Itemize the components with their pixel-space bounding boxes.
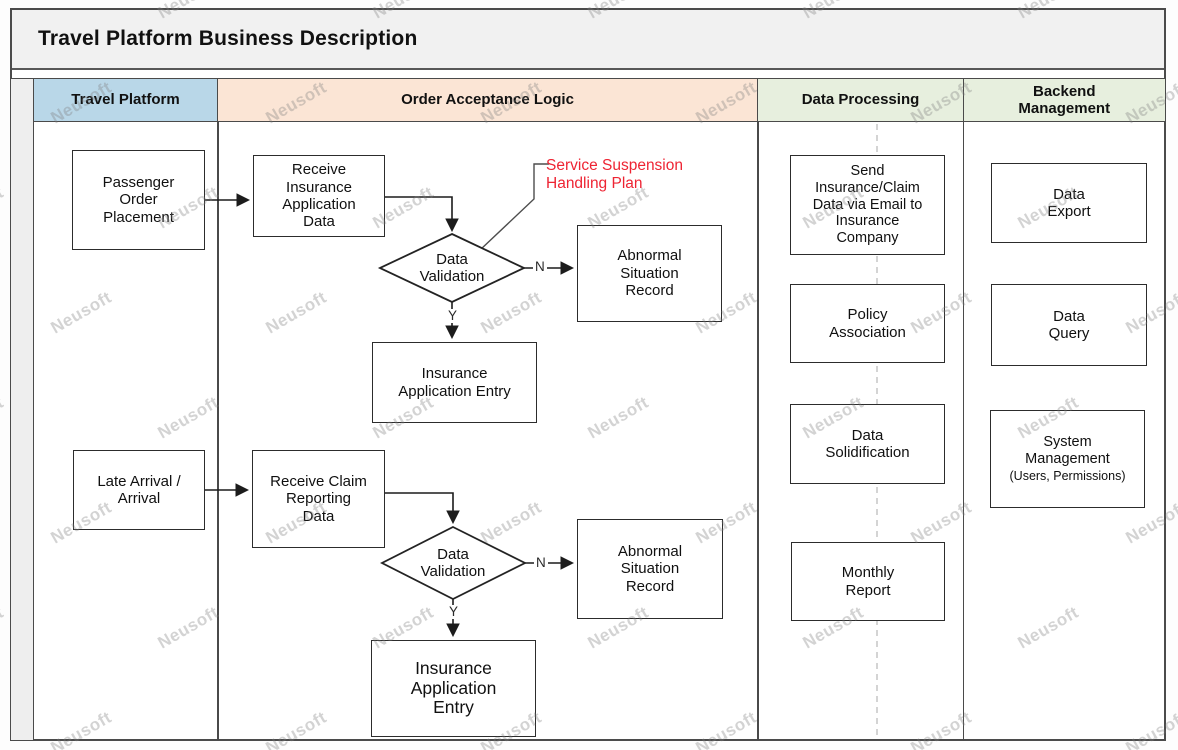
node-data-query: Data Query (991, 284, 1147, 366)
lane-header-backend-management: Backend Management (962, 78, 1166, 122)
lane-divider-3 (962, 122, 964, 741)
node-monthly-report: Monthly Report (791, 542, 945, 621)
system-management-sublabel: (Users, Permissions) (1009, 469, 1126, 484)
watermark-text: Neusoft (0, 602, 7, 653)
lane-header-travel-platform: Travel Platform (33, 78, 218, 122)
node-late-arrival: Late Arrival / Arrival (73, 450, 205, 530)
node-data-export: Data Export (991, 163, 1147, 243)
node-send-insurance-claim-email: Send Insurance/Claim Data via Email to I… (790, 155, 945, 255)
lane-header-data-processing: Data Processing (757, 78, 964, 122)
branch-label-n-1: N (533, 259, 547, 274)
node-passenger-order-placement: Passenger Order Placement (72, 150, 205, 250)
lane-header-order-acceptance-logic: Order Acceptance Logic (217, 78, 758, 122)
node-receive-insurance-application-data: Receive Insurance Application Data (253, 155, 385, 237)
branch-label-y-2: Y (447, 604, 461, 619)
node-insurance-application-entry-1: Insurance Application Entry (372, 342, 537, 423)
watermark-text: Neusoft (0, 182, 7, 233)
branch-label-y-1: Y (446, 308, 460, 323)
system-management-label: System Management (1025, 434, 1110, 468)
callout-service-suspension: Service Suspension Handling Plan (546, 157, 683, 192)
branch-label-n-2: N (534, 555, 548, 570)
node-data-solidification: Data Solidification (790, 404, 945, 484)
node-system-management: System Management (Users, Permissions) (990, 410, 1145, 508)
node-policy-association: Policy Association (790, 284, 945, 363)
node-abnormal-situation-record-1: Abnormal Situation Record (577, 225, 722, 322)
page-title: Travel Platform Business Description (38, 27, 418, 50)
watermark-text: Neusoft (0, 0, 7, 23)
node-receive-claim-reporting-data: Receive Claim Reporting Data (252, 450, 385, 548)
node-insurance-application-entry-2: Insurance Application Entry (371, 640, 536, 737)
decision-label-data-validation-1: Data Validation (419, 250, 485, 285)
lane-divider-2 (757, 122, 759, 741)
lane-divider-1 (217, 122, 219, 741)
title-band: Travel Platform Business Description (12, 10, 1164, 70)
node-abnormal-situation-record-2: Abnormal Situation Record (577, 519, 723, 619)
decision-label-data-validation-2: Data Validation (420, 545, 486, 580)
lane-gutter (10, 78, 34, 741)
watermark-text: Neusoft (0, 392, 7, 443)
